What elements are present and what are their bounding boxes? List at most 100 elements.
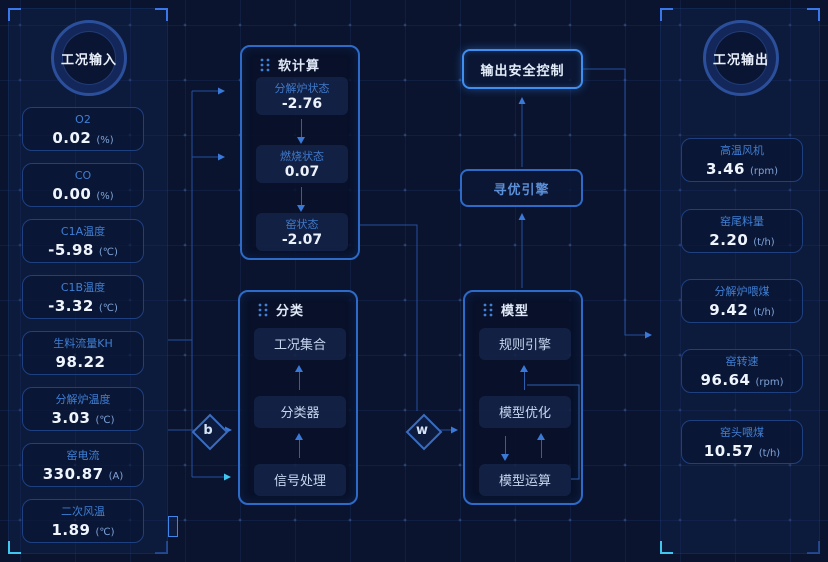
metric-value: 2.20 xyxy=(709,231,749,249)
optimizer-engine-button[interactable]: 寻优引擎 xyxy=(460,169,583,207)
metric-card-c1a-temp: C1A温度 -5.98 (℃) xyxy=(22,219,144,263)
arrow-up-icon xyxy=(520,365,528,390)
corner-bracket-icon xyxy=(8,541,21,554)
node-value: 0.07 xyxy=(284,164,320,180)
corner-bracket-icon xyxy=(660,541,673,554)
dot-grid-icon xyxy=(483,303,493,316)
corner-bracket-icon xyxy=(807,541,820,554)
metric-unit: (t/h) xyxy=(753,237,775,248)
metric-unit: (t/h) xyxy=(758,448,781,459)
output-safety-control-button[interactable]: 输出安全控制 xyxy=(462,49,583,89)
metric-label: CO xyxy=(74,169,92,182)
metric-label: 高温风机 xyxy=(720,144,764,157)
dot-grid-icon xyxy=(258,303,268,316)
node-signal-processing[interactable]: 信号处理 xyxy=(254,464,346,496)
metric-card-ht-fan: 高温风机 3.46(rpm) xyxy=(681,138,803,182)
metric-value: 330.87 xyxy=(42,465,104,483)
metric-value: -3.32 xyxy=(48,297,94,315)
node-combustion-state[interactable]: 燃烧状态 0.07 xyxy=(256,145,348,183)
classification-title-row: 分类 xyxy=(240,292,356,319)
metric-card-secondary-air-temp: 二次风温 1.89(℃) xyxy=(22,499,144,543)
node-label: 规则引擎 xyxy=(498,338,551,353)
diamond-node-w: w xyxy=(405,413,439,447)
node-model-optimize[interactable]: 模型优化 xyxy=(479,396,571,428)
arrow-down-icon xyxy=(501,436,509,461)
arrow-up-icon xyxy=(295,433,303,458)
metric-card-o2: O2 0.02 (%) xyxy=(22,107,144,151)
metric-card-calciner-temp: 分解炉温度 3.03 (℃) xyxy=(22,387,144,431)
arrow-down-icon xyxy=(297,187,305,212)
metric-unit: (A) xyxy=(108,471,124,482)
metric-value: -5.98 xyxy=(48,241,94,259)
metric-card-co: CO 0.00 (%) xyxy=(22,163,144,207)
metric-unit: (℃) xyxy=(95,415,115,426)
node-rule-engine[interactable]: 规则引擎 xyxy=(479,328,571,360)
model-title: 模型 xyxy=(501,304,530,319)
node-calciner-state[interactable]: 分解炉状态 -2.76 xyxy=(256,77,348,115)
metric-card-kiln-speed: 窑转速 96.64(rpm) xyxy=(681,349,803,393)
dot-grid-icon xyxy=(260,58,270,71)
node-label: 模型优化 xyxy=(498,406,551,421)
output-panel: 工况输出 高温风机 3.46(rpm) 窑尾料量 2.20(t/h) 分解炉喂煤… xyxy=(660,8,820,554)
metric-value: 3.03 xyxy=(51,409,91,427)
node-label: 分类器 xyxy=(280,406,320,421)
metric-value: 3.46 xyxy=(705,160,745,178)
metric-unit: (t/h) xyxy=(753,307,775,318)
node-label: 燃烧状态 xyxy=(280,150,324,163)
classification-title: 分类 xyxy=(276,304,305,319)
metric-value: 96.64 xyxy=(700,371,751,389)
metric-unit: (rpm) xyxy=(755,377,784,388)
metric-value: 0.00 xyxy=(52,185,92,203)
corner-bracket-icon xyxy=(155,541,168,554)
node-label: 信号处理 xyxy=(273,474,326,489)
node-model-compute[interactable]: 模型运算 xyxy=(479,464,571,496)
metric-label: C1A温度 xyxy=(60,225,106,238)
node-kiln-state[interactable]: 窑状态 -2.07 xyxy=(256,213,348,251)
corner-bracket-icon xyxy=(155,8,168,21)
node-value: -2.76 xyxy=(281,96,323,112)
metric-card-raw-meal-kh: 生料流量KH 98.22 xyxy=(22,331,144,375)
node-label: 模型运算 xyxy=(498,474,551,489)
diamond-node-b: b xyxy=(191,413,225,447)
metric-label: 窑头喂煤 xyxy=(720,426,764,439)
node-value: -2.07 xyxy=(281,232,323,248)
metric-unit: (%) xyxy=(96,135,114,146)
output-panel-title: 工况输出 xyxy=(712,52,769,68)
metric-value: 9.42 xyxy=(709,301,749,319)
metric-card-kiln-current: 窑电流 330.87 (A) xyxy=(22,443,144,487)
metric-label: 生料流量KH xyxy=(53,337,113,350)
metric-label: 窑尾料量 xyxy=(720,215,764,228)
metric-unit: (℃) xyxy=(98,303,118,314)
metric-value: 0.02 xyxy=(52,129,92,147)
input-panel-title-circle: 工况输入 xyxy=(51,20,127,96)
node-classifier[interactable]: 分类器 xyxy=(254,396,346,428)
metric-unit: (℃) xyxy=(95,527,115,538)
metric-card-calciner-coal: 分解炉喂煤 9.42 (t/h) xyxy=(681,279,803,323)
metric-label: 分解炉喂煤 xyxy=(714,285,770,298)
metric-value: 10.57 xyxy=(703,442,754,460)
scroll-indicator xyxy=(168,516,178,537)
node-label: 分解炉状态 xyxy=(274,82,330,95)
metric-unit: (%) xyxy=(96,191,114,202)
arrow-up-icon xyxy=(537,433,545,458)
input-panel: 工况输入 O2 0.02 (%) CO 0.00 (%) C1A温度 -5.98 (℃… xyxy=(8,8,168,554)
soft-computing-title-row: 软计算 xyxy=(242,47,358,74)
metric-label: 二次风温 xyxy=(61,505,105,518)
corner-bracket-icon xyxy=(8,8,21,21)
metric-card-kiln-head-coal: 窑头喂煤 10.57 (t/h) xyxy=(681,420,803,464)
node-condition-set[interactable]: 工况集合 xyxy=(254,328,346,360)
soft-computing-title: 软计算 xyxy=(278,59,321,74)
output-safety-control-label: 输出安全控制 xyxy=(480,63,565,79)
metric-label: 窑电流 xyxy=(66,449,100,462)
input-panel-title: 工况输入 xyxy=(60,52,117,68)
arrow-down-icon xyxy=(297,119,305,144)
metric-card-c1b-temp: C1B温度 -3.32(℃) xyxy=(22,275,144,319)
arrow-up-icon xyxy=(295,365,303,390)
corner-bracket-icon xyxy=(807,8,820,21)
metric-label: 分解炉温度 xyxy=(55,393,111,406)
optimizer-engine-label: 寻优引擎 xyxy=(493,182,550,198)
metric-card-kiln-tail-feed: 窑尾料量 2.20 (t/h) xyxy=(681,209,803,253)
metric-label: O2 xyxy=(75,113,91,126)
metric-unit: (℃) xyxy=(98,247,118,258)
